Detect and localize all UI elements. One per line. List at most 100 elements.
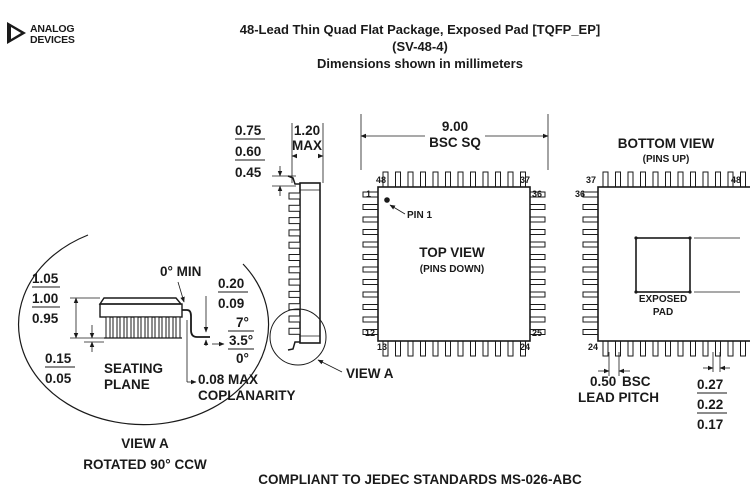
top-width-value: 9.00 [442, 119, 468, 134]
drawing-title: 48-Lead Thin Quad Flat Package, Exposed … [240, 22, 600, 37]
dim-022: 0.22 [697, 397, 723, 412]
package-lead [362, 266, 379, 273]
dim-027: 0.27 [697, 377, 723, 392]
package-lead [627, 171, 634, 188]
package-lead [420, 171, 426, 188]
package-lead [529, 241, 546, 248]
package-lead [288, 229, 301, 237]
side-view: 0.75 0.60 0.45 1.20 MAX VIEW A [235, 123, 394, 381]
package-lead [507, 340, 514, 357]
package-lead [112, 316, 118, 339]
package-lead [582, 204, 599, 210]
package-lead [652, 171, 659, 188]
package-lead [715, 171, 721, 188]
dim-009: 0.09 [218, 296, 244, 311]
top-view-title: TOP VIEW [419, 245, 485, 260]
package-lead [677, 171, 684, 188]
dim-045: 0.45 [235, 165, 262, 180]
dim-105: 1.05 [32, 271, 59, 286]
package-lead [652, 340, 659, 357]
package-lead [140, 316, 146, 339]
pin1-label: PIN 1 [407, 210, 432, 221]
package-lead [288, 266, 301, 274]
logo-line-1: ANALOG [30, 23, 74, 35]
package-lead [529, 229, 546, 235]
package-lead [362, 279, 379, 285]
dim-005: 0.05 [45, 371, 72, 386]
package-lead [640, 171, 646, 188]
package-lead [288, 204, 301, 212]
package-lead [677, 340, 684, 357]
package-lead [154, 316, 160, 339]
package-lead [288, 303, 301, 311]
package-lead [105, 316, 111, 339]
lead-pitch-caption: LEAD PITCH [578, 390, 659, 405]
view-a-subtitle: ROTATED 90° CCW [83, 457, 207, 472]
package-lead [529, 279, 546, 285]
pin1-indicator [384, 197, 390, 203]
package-lead [362, 254, 379, 260]
package-lead [457, 171, 464, 188]
coplanarity-line2: COPLANARITY [198, 388, 296, 403]
package-lead [482, 340, 489, 357]
lead-pitch-bsc: BSC [622, 374, 651, 389]
view-a-callout-circle [269, 308, 327, 366]
package-lead [288, 254, 301, 261]
package-lead [582, 191, 599, 198]
package-lead [529, 291, 546, 298]
package-lead [702, 171, 709, 188]
bottom-view: BOTTOM VIEW (PINS UP) EXPOSED PAD 37 48 … [575, 136, 750, 432]
package-lead [615, 340, 621, 357]
dim-075: 0.75 [235, 123, 262, 138]
package-lead [432, 171, 439, 188]
package-lead [529, 216, 546, 223]
dim-max-label: MAX [292, 138, 322, 153]
bottom-view-subtitle: (PINS UP) [643, 154, 690, 165]
package-lead [175, 316, 181, 339]
view-a-callout-label: VIEW A [346, 366, 394, 381]
top-pin-37: 37 [520, 175, 530, 185]
package-lead [482, 171, 489, 188]
top-view: 9.00 BSC SQ PIN 1 TOP VIEW (PINS DOWN) 1… [360, 114, 549, 357]
package-lead [507, 171, 514, 188]
package-lead [640, 340, 646, 357]
package-lead [288, 217, 301, 225]
bottom-pin-37: 37 [586, 175, 596, 185]
top-pin-13: 13 [377, 342, 387, 352]
package-lead [362, 216, 379, 223]
jedec-compliance-note: COMPLIANT TO JEDEC STANDARDS MS-026-ABC [258, 472, 582, 487]
package-lead [529, 204, 546, 210]
package-lead [529, 304, 546, 310]
package-lead [582, 254, 599, 260]
package-lead [457, 340, 464, 357]
package-lead [362, 241, 379, 248]
top-pin-36: 36 [532, 189, 542, 199]
package-lead [582, 329, 599, 335]
package-lead [407, 171, 414, 188]
top-pin-48: 48 [376, 175, 386, 185]
package-lead [470, 340, 476, 357]
analog-devices-logo: ANALOG DEVICES [7, 22, 75, 46]
package-lead [582, 241, 599, 248]
package-lead [420, 340, 426, 357]
bottom-pin-36: 36 [575, 189, 585, 199]
package-lead [602, 171, 609, 188]
logo-line-2: DEVICES [30, 34, 75, 46]
package-lead [445, 171, 451, 188]
coplanarity-line1: 0.08 MAX [198, 372, 258, 387]
package-lead [445, 340, 451, 357]
top-pin-24: 24 [520, 342, 530, 352]
package-lead [362, 304, 379, 310]
angle-7: 7° [236, 315, 249, 330]
view-a-detail: 1.05 1.00 0.95 0.15 0.05 SEATING PLANE 0… [17, 234, 296, 472]
view-a-boundary [17, 234, 270, 426]
package-lead [602, 340, 609, 357]
package-lead [432, 340, 439, 357]
bottom-package-body [597, 186, 750, 342]
angle-3-5: 3.5° [229, 333, 253, 348]
dim-095: 0.95 [32, 311, 59, 326]
package-lead [627, 340, 634, 357]
exposed-pad-label-2: PAD [653, 307, 673, 318]
package-lead [582, 266, 599, 273]
